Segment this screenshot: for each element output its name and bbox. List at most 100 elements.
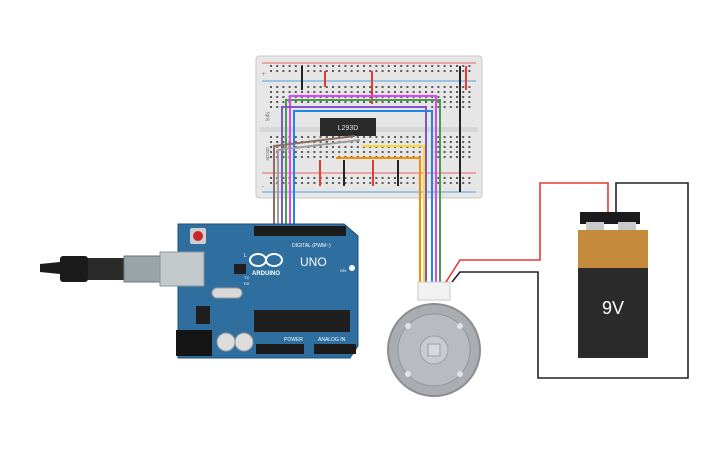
- breadboard-hole[interactable]: [456, 146, 458, 148]
- breadboard-hole[interactable]: [282, 101, 285, 103]
- breadboard-hole[interactable]: [406, 151, 409, 153]
- breadboard-hole[interactable]: [431, 86, 434, 88]
- breadboard-hole[interactable]: [332, 151, 334, 153]
- breadboard-hole[interactable]: [462, 156, 465, 158]
- breadboard-hole[interactable]: [356, 91, 359, 93]
- breadboard-hole[interactable]: [462, 91, 465, 93]
- breadboard-hole[interactable]: [381, 65, 384, 67]
- breadboard-hole[interactable]: [449, 156, 452, 158]
- breadboard-hole[interactable]: [282, 65, 285, 67]
- breadboard-hole[interactable]: [387, 101, 390, 103]
- breadboard-hole[interactable]: [394, 141, 396, 143]
- breadboard-hole[interactable]: [270, 146, 272, 148]
- breadboard-hole[interactable]: [319, 151, 322, 153]
- breadboard-hole[interactable]: [400, 182, 403, 184]
- breadboard-hole[interactable]: [437, 141, 440, 143]
- breadboard-hole[interactable]: [387, 65, 390, 67]
- breadboard-hole[interactable]: [356, 70, 359, 72]
- breadboard-hole[interactable]: [369, 136, 372, 138]
- breadboard-hole[interactable]: [456, 106, 458, 108]
- breadboard-hole[interactable]: [456, 182, 458, 184]
- breadboard-hole[interactable]: [387, 70, 390, 72]
- breadboard-hole[interactable]: [468, 136, 471, 138]
- breadboard-hole[interactable]: [344, 182, 347, 184]
- breadboard-hole[interactable]: [294, 86, 297, 88]
- breadboard-hole[interactable]: [456, 65, 458, 67]
- breadboard-hole[interactable]: [443, 86, 446, 88]
- breadboard-hole[interactable]: [400, 151, 403, 153]
- breadboard-hole[interactable]: [319, 101, 322, 103]
- breadboard-hole[interactable]: [288, 91, 291, 93]
- breadboard-hole[interactable]: [325, 70, 328, 72]
- breadboard-hole[interactable]: [406, 177, 409, 179]
- breadboard-hole[interactable]: [443, 91, 446, 93]
- breadboard-hole[interactable]: [276, 141, 279, 143]
- breadboard-hole[interactable]: [350, 146, 353, 148]
- breadboard-hole[interactable]: [270, 156, 272, 158]
- breadboard-hole[interactable]: [437, 70, 440, 72]
- breadboard-hole[interactable]: [418, 136, 421, 138]
- breadboard-hole[interactable]: [468, 177, 471, 179]
- breadboard-hole[interactable]: [325, 182, 328, 184]
- breadboard-hole[interactable]: [344, 146, 347, 148]
- breadboard-hole[interactable]: [468, 86, 471, 88]
- breadboard-hole[interactable]: [412, 177, 415, 179]
- breadboard-hole[interactable]: [418, 70, 421, 72]
- wire-orange[interactable]: [336, 157, 421, 282]
- breadboard-hole[interactable]: [369, 70, 372, 72]
- wire-blue[interactable]: [293, 110, 433, 282]
- breadboard-hole[interactable]: [313, 182, 316, 184]
- breadboard-hole[interactable]: [375, 177, 378, 179]
- breadboard-hole[interactable]: [443, 156, 446, 158]
- breadboard-hole[interactable]: [325, 156, 328, 158]
- breadboard-hole[interactable]: [381, 151, 384, 153]
- reset-button[interactable]: [193, 231, 203, 241]
- breadboard-hole[interactable]: [356, 101, 359, 103]
- breadboard-hole[interactable]: [425, 91, 427, 93]
- breadboard-hole[interactable]: [313, 65, 316, 67]
- breadboard-hole[interactable]: [363, 65, 365, 67]
- breadboard-hole[interactable]: [431, 70, 434, 72]
- breadboard-hole[interactable]: [301, 151, 303, 153]
- breadboard-hole[interactable]: [375, 182, 378, 184]
- breadboard-hole[interactable]: [456, 151, 458, 153]
- breadboard-hole[interactable]: [294, 91, 297, 93]
- breadboard-hole[interactable]: [437, 96, 440, 98]
- breadboard-hole[interactable]: [449, 151, 452, 153]
- breadboard-hole[interactable]: [270, 182, 272, 184]
- breadboard-hole[interactable]: [462, 106, 465, 108]
- breadboard-hole[interactable]: [394, 91, 396, 93]
- breadboard-hole[interactable]: [344, 70, 347, 72]
- breadboard-hole[interactable]: [437, 182, 440, 184]
- breadboard-hole[interactable]: [387, 141, 390, 143]
- breadboard-hole[interactable]: [319, 86, 322, 88]
- wire-green[interactable]: [285, 99, 441, 282]
- breadboard-hole[interactable]: [406, 136, 409, 138]
- breadboard-hole[interactable]: [350, 182, 353, 184]
- breadboard-hole[interactable]: [282, 96, 285, 98]
- breadboard-hole[interactable]: [282, 151, 285, 153]
- breadboard-hole[interactable]: [412, 65, 415, 67]
- breadboard-hole[interactable]: [332, 156, 334, 158]
- breadboard-hole[interactable]: [282, 70, 285, 72]
- breadboard-hole[interactable]: [412, 101, 415, 103]
- breadboard-hole[interactable]: [282, 141, 285, 143]
- digital-header[interactable]: [254, 226, 346, 236]
- breadboard-hole[interactable]: [313, 101, 316, 103]
- breadboard-hole[interactable]: [431, 101, 434, 103]
- breadboard-hole[interactable]: [437, 146, 440, 148]
- breadboard-hole[interactable]: [412, 136, 415, 138]
- breadboard-hole[interactable]: [462, 96, 465, 98]
- breadboard-hole[interactable]: [276, 91, 279, 93]
- breadboard-hole[interactable]: [381, 136, 384, 138]
- breadboard-hole[interactable]: [350, 91, 353, 93]
- breadboard-hole[interactable]: [270, 151, 272, 153]
- breadboard-hole[interactable]: [468, 70, 471, 72]
- breadboard-hole[interactable]: [319, 65, 322, 67]
- breadboard-hole[interactable]: [294, 70, 297, 72]
- breadboard-hole[interactable]: [456, 156, 458, 158]
- breadboard-hole[interactable]: [294, 136, 297, 138]
- breadboard-hole[interactable]: [462, 141, 465, 143]
- breadboard-hole[interactable]: [332, 177, 334, 179]
- breadboard-hole[interactable]: [394, 86, 396, 88]
